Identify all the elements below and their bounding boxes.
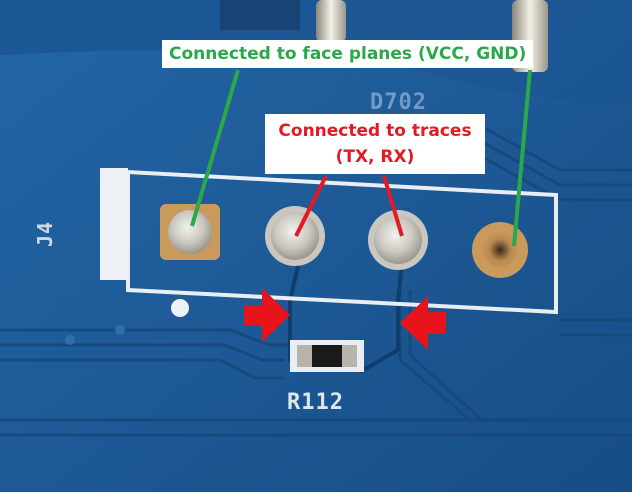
callout-traces: Connected to traces (TX, RX) (265, 114, 485, 174)
red-leaders (294, 175, 404, 237)
callout-traces-line2: (TX, RX) (335, 147, 415, 167)
callout-traces-line1: Connected to traces (278, 121, 472, 141)
pad-2-solder (271, 212, 319, 260)
pad-4-hole (482, 232, 518, 268)
resistor-r112 (290, 340, 364, 372)
upper-copper-region (0, 0, 632, 110)
header-body-left (220, 0, 300, 30)
header-pin-left (316, 0, 346, 42)
red-arrow-right (400, 296, 446, 350)
callout-face-planes: Connected to face planes (VCC, GND) (162, 40, 534, 68)
j4-pin1-marker (100, 168, 128, 280)
silkscreen-j4: J4 (33, 220, 58, 248)
silkscreen-r112: R112 (287, 390, 344, 415)
pad-1-solder (168, 210, 212, 254)
pad-3-solder (374, 216, 422, 264)
red-arrow-left (244, 288, 290, 342)
silkscreen-d702: D702 (370, 90, 427, 115)
vias (65, 325, 125, 345)
silkscreen-dot (171, 299, 189, 317)
green-leaders (190, 69, 532, 247)
j4-pads (160, 204, 528, 278)
